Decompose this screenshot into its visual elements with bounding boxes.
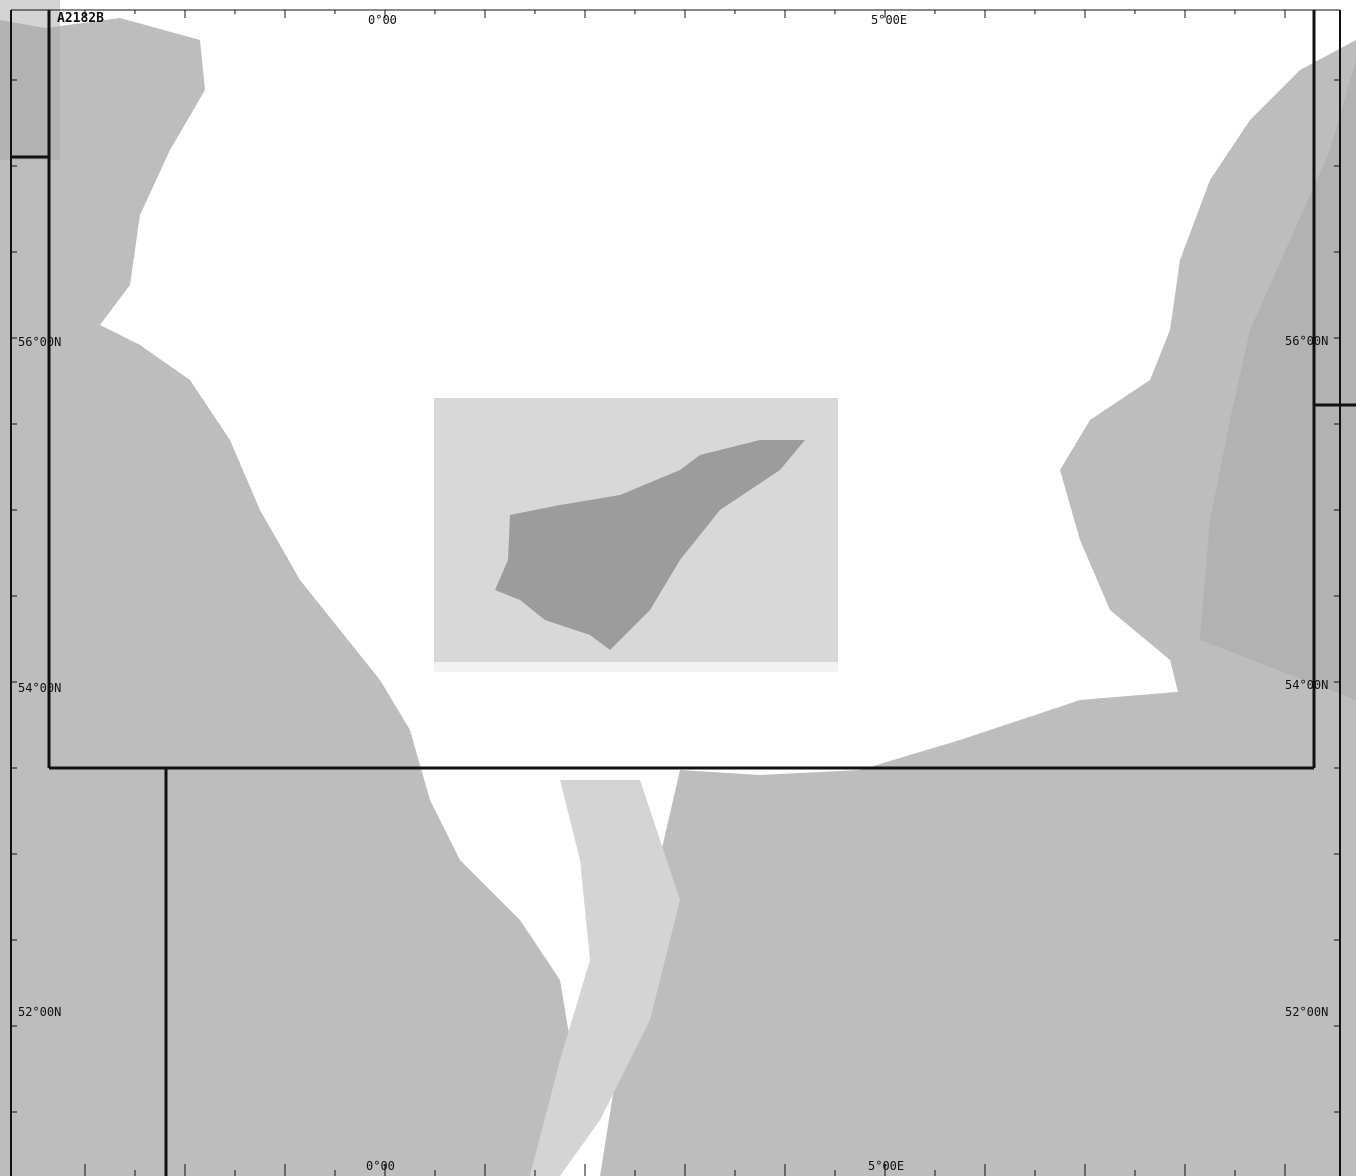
- inset-bottom-strip: [434, 662, 838, 672]
- great-britain-landmass: [0, 18, 570, 1176]
- chart-number: A2182B: [57, 11, 104, 26]
- bottom-longitude-label-1: 5°00E: [868, 1159, 904, 1173]
- right-latitude-label-2: 52°00N: [1285, 1005, 1328, 1019]
- top-longitude-label-0: 0°00: [368, 13, 397, 27]
- wadden-sea-shallows: [1200, 60, 1356, 700]
- bottom-longitude-label-0: 0°00: [366, 1159, 395, 1173]
- right-ticks: [1334, 79, 1340, 1113]
- left-latitude-label-2: 52°00N: [18, 1005, 61, 1019]
- scotland-landmass: [0, 0, 60, 160]
- top-ticks: [84, 10, 1286, 18]
- right-latitude-label-1: 54°00N: [1285, 678, 1328, 692]
- left-latitude-label-1: 54°00N: [18, 681, 61, 695]
- left-latitude-label-0: 56°00N: [18, 335, 61, 349]
- continent-southeast-landmass: [600, 690, 1356, 1176]
- right-latitude-label-0: 56°00N: [1285, 334, 1328, 348]
- bottom-ticks: [84, 1164, 1286, 1176]
- left-ticks: [11, 79, 17, 1113]
- top-longitude-label-1: 5°00E: [871, 13, 907, 27]
- thames-estuary-shallows: [530, 780, 680, 1176]
- inset-landmass: [495, 440, 805, 650]
- inset-panel[interactable]: [434, 398, 838, 672]
